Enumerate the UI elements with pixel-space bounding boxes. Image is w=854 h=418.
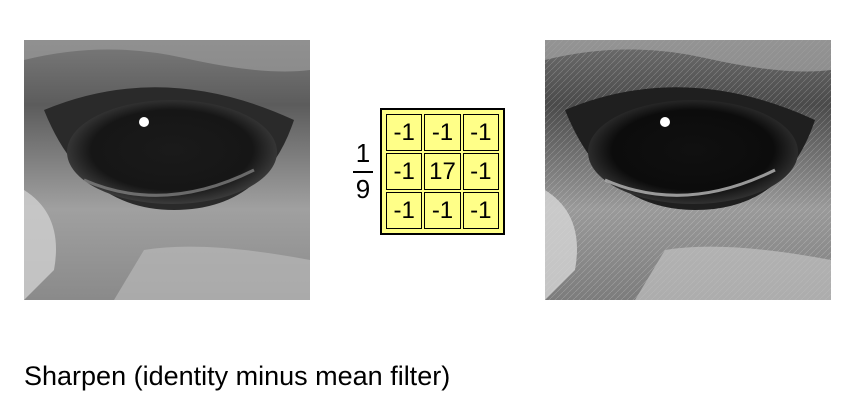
kernel-scale-fraction: 1 9 xyxy=(348,140,378,204)
kernel-cell: -1 xyxy=(462,114,499,151)
kernel-cell: -1 xyxy=(424,192,461,229)
eye-highlight xyxy=(660,117,670,127)
original-eye-image xyxy=(24,40,310,300)
kernel-cell: -1 xyxy=(386,153,423,190)
fraction-bar xyxy=(353,171,373,173)
sharpen-kernel-grid: -1 -1 -1 -1 17 -1 -1 -1 -1 xyxy=(380,108,505,235)
slide-caption: Sharpen (identity minus mean filter) xyxy=(24,361,451,391)
fraction-denominator: 9 xyxy=(355,174,371,204)
eye-highlight xyxy=(139,117,149,127)
kernel-cell: -1 xyxy=(462,192,499,229)
kernel-cell: -1 xyxy=(424,114,461,151)
kernel-cell: -1 xyxy=(386,114,423,151)
kernel-cell: -1 xyxy=(462,153,499,190)
fraction-numerator: 1 xyxy=(355,138,371,168)
kernel-center-cell: 17 xyxy=(424,153,461,190)
sharpened-eye-image xyxy=(545,40,831,300)
kernel-cell: -1 xyxy=(386,192,423,229)
